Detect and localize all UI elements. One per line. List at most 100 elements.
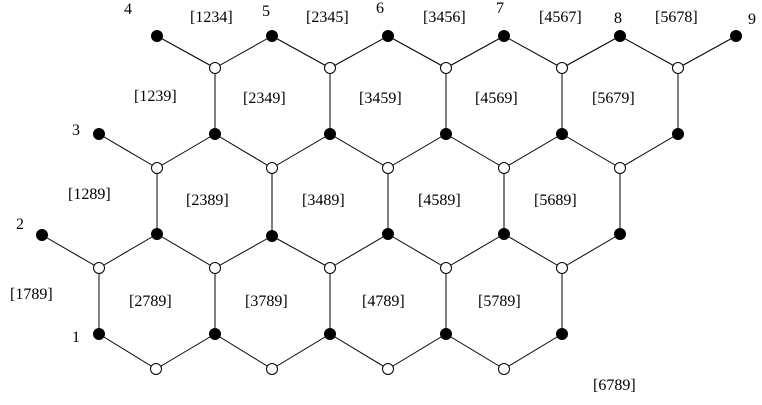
edge-w17-t6 [387, 35, 447, 69]
face-label-3789: [3789] [245, 293, 288, 310]
black-node-t8 [614, 30, 626, 42]
white-node-w8 [440, 262, 452, 274]
black-node-b11 [209, 128, 221, 140]
face-label-3459: [3459] [359, 90, 402, 107]
white-node-w3 [382, 363, 394, 375]
black-node-t9 [730, 30, 742, 42]
edge-w18-t7 [503, 35, 563, 69]
black-node-b8 [382, 228, 394, 240]
white-node-w1 [150, 363, 162, 375]
boundary-label-1789: [1789] [10, 286, 53, 303]
black-node-b15 [672, 128, 684, 140]
vertex-number-6: 6 [376, 0, 384, 17]
black-node-t6 [382, 30, 394, 42]
vertex-number-3: 3 [72, 122, 80, 139]
edge-w9-b10 [561, 233, 621, 269]
edge-b2-w2 [214, 333, 273, 370]
vertex-number-1: 1 [72, 329, 80, 346]
edge-b13-w13 [445, 133, 505, 169]
edge-w8-b9 [445, 233, 505, 269]
white-node-w11 [266, 162, 278, 174]
vertex-number-7: 7 [496, 0, 504, 17]
white-node-w7 [324, 262, 336, 274]
edge-w6-b7 [214, 235, 273, 269]
boundary-label-5678: [5678] [655, 9, 698, 26]
face-label-5679: [5679] [592, 90, 635, 107]
black-node-s3 [93, 128, 105, 140]
vertex-number-9: 9 [748, 11, 756, 28]
face-label-4589: [4589] [418, 192, 461, 209]
black-node-b2 [209, 328, 221, 340]
boundary-label-3456: [3456] [423, 9, 466, 26]
black-node-b12 [324, 128, 336, 140]
edge-b6-w6 [156, 233, 216, 269]
black-node-b7 [266, 230, 278, 242]
edge-w13-b14 [503, 133, 563, 169]
edge-w17-t7 [445, 35, 505, 69]
black-node-b1 [93, 328, 105, 340]
white-node-w10 [151, 162, 163, 174]
edge-w4-b5 [503, 333, 563, 370]
edge-w15-t4 [156, 35, 216, 69]
white-node-w4 [498, 363, 510, 375]
white-node-w17 [440, 62, 452, 74]
boundary-label-1234: [1234] [190, 9, 233, 26]
edge-w15-t5 [214, 35, 273, 69]
white-node-w2 [266, 363, 278, 375]
edge-w7-b8 [329, 233, 389, 269]
edge-b4-w4 [445, 333, 505, 370]
graph-edges [41, 35, 737, 370]
edge-w5-b6 [98, 233, 158, 269]
edge-b9-w9 [503, 233, 563, 269]
boundary-label-2345: [2345] [306, 9, 349, 26]
black-node-b4 [440, 328, 452, 340]
white-node-w12 [382, 162, 394, 174]
face-label-2389: [2389] [186, 192, 229, 209]
edge-w10-s3 [98, 133, 158, 169]
black-node-t7 [498, 30, 510, 42]
edge-w16-t5 [271, 35, 331, 69]
graph-nodes [36, 30, 742, 375]
edge-w10-b11 [156, 133, 216, 169]
white-node-w6 [209, 262, 221, 274]
face-label-5689: [5689] [534, 192, 577, 209]
edge-w19-t9 [677, 35, 737, 69]
edge-b12-w12 [329, 133, 389, 169]
vertex-number-5: 5 [262, 3, 270, 20]
edge-w5-s2 [41, 234, 100, 269]
edge-b7-w7 [271, 235, 331, 269]
black-node-t4 [151, 30, 163, 42]
edge-b14-w14 [561, 133, 621, 169]
boundary-label-4567: [4567] [539, 9, 582, 26]
face-label-4569: [4569] [475, 90, 518, 107]
white-node-w16 [324, 62, 336, 74]
edge-w11-b12 [271, 133, 331, 169]
graph-labels: 1 2 3 4 5 6 7 8 9 [1234] [2345] [3456] [… [10, 0, 756, 394]
edge-w3-b4 [387, 333, 447, 370]
white-node-w5 [93, 262, 105, 274]
black-node-b14 [556, 128, 568, 140]
black-node-b13 [440, 128, 452, 140]
face-label-5789: [5789] [478, 293, 521, 310]
white-node-w19 [672, 62, 684, 74]
edge-b11-w11 [214, 133, 273, 169]
black-node-b9 [498, 228, 510, 240]
vertex-number-4: 4 [124, 1, 132, 18]
vertex-number-2: 2 [16, 216, 24, 233]
black-node-b6 [151, 228, 163, 240]
boundary-label-1289: [1289] [68, 186, 111, 203]
boundary-label-1239: [1239] [134, 88, 177, 105]
edge-w16-t6 [329, 35, 389, 69]
edge-w1-b2 [155, 333, 216, 370]
black-node-b5 [556, 328, 568, 340]
edge-b8-w8 [387, 233, 447, 269]
white-node-w15 [209, 62, 221, 74]
vertex-number-8: 8 [614, 10, 622, 27]
edge-b1-w1 [98, 333, 157, 370]
edge-w18-t8 [561, 35, 621, 69]
black-node-b3 [324, 328, 336, 340]
face-label-3489: [3489] [302, 192, 345, 209]
edge-b3-w3 [329, 333, 389, 370]
black-node-s2 [36, 229, 48, 241]
